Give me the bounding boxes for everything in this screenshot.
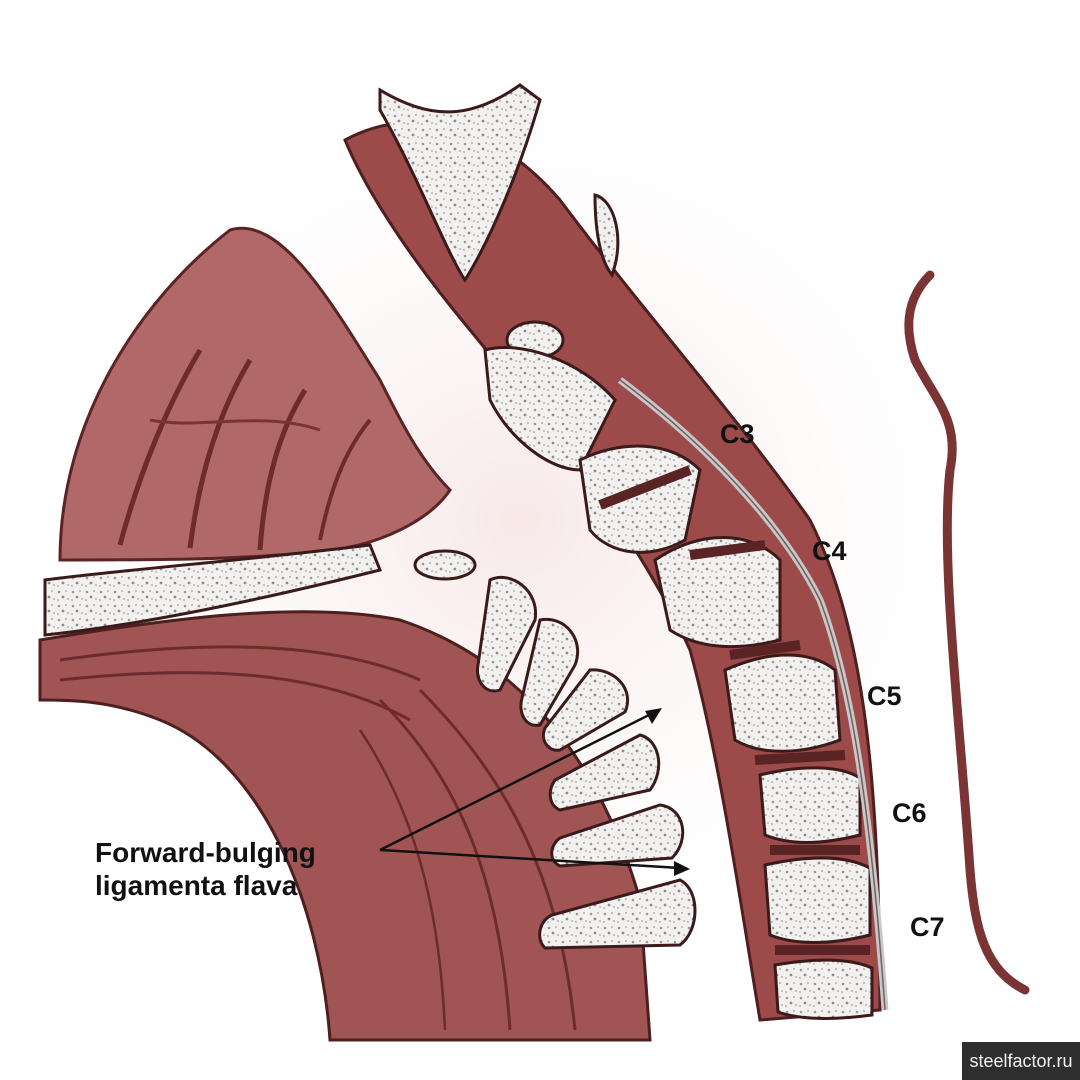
annotation-line-1: Forward-bulging <box>95 837 316 868</box>
vertebra-c6 <box>758 766 862 844</box>
vertebra-c3 <box>578 444 702 554</box>
cerebellum <box>58 226 452 562</box>
skull-base <box>378 83 620 360</box>
annotation-line-2: ligamenta flava <box>95 870 298 901</box>
pharyngeal-wall <box>904 270 1030 995</box>
label-c3: C3 <box>720 419 755 449</box>
vertebra-c2 <box>483 345 617 472</box>
vertebra-c5 <box>723 653 842 753</box>
intervertebral-discs <box>598 465 870 955</box>
spinal-cord <box>617 377 889 1011</box>
label-c5: C5 <box>867 681 902 711</box>
label-c7: C7 <box>910 912 945 942</box>
ligamenta-flava-annotation: Forward-bulging ligamenta flava <box>95 836 316 902</box>
label-c6: C6 <box>892 798 927 828</box>
watermark: steelfactor.ru <box>962 1042 1080 1080</box>
spinous-processes <box>475 575 697 950</box>
annotation-arrows <box>379 708 690 876</box>
vertebra-t1 <box>773 958 874 1020</box>
vertebra-c4 <box>653 536 782 648</box>
label-c4: C4 <box>812 536 847 566</box>
vertebra-c7 <box>763 856 872 944</box>
neck-muscles <box>38 610 652 1042</box>
occipital-bone <box>43 543 477 637</box>
